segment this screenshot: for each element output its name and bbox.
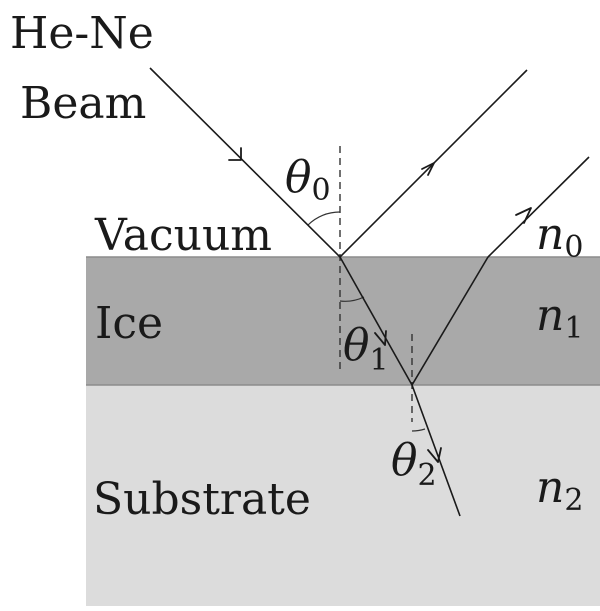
incident-ray <box>149 67 341 258</box>
ice-label: Ice <box>95 298 163 349</box>
substrate-layer <box>86 385 600 606</box>
angle-theta1-label: θ1 <box>343 320 389 378</box>
reflected-arrow-icon <box>421 162 435 176</box>
vacuum-label: Vacuum <box>94 210 272 261</box>
angle-arc-theta2 <box>411 428 426 432</box>
incident-arrow-icon <box>228 147 242 161</box>
index-n2-label: n2 <box>536 462 583 518</box>
transmitted-ray-vacuum <box>487 156 590 258</box>
index-n1-label: n1 <box>536 290 583 346</box>
ice-layer <box>86 257 600 385</box>
index-n0-label: n0 <box>536 209 583 265</box>
angle-arc-theta0 <box>307 211 341 226</box>
transmitted-arrow-icon <box>515 207 532 224</box>
refracted-arrow-ice-icon <box>374 330 387 346</box>
substrate-label: Substrate <box>93 474 311 525</box>
refracted-ray-substrate <box>411 384 461 517</box>
angle-theta2-label: θ2 <box>391 435 437 493</box>
beam-label-line1: He-Ne <box>10 8 154 59</box>
beam-label-line2: Beam <box>20 78 146 129</box>
reflected-ray-in-ice <box>411 256 489 386</box>
refracted-arrow-substrate-icon <box>427 447 442 463</box>
angle-theta0-label: θ0 <box>285 152 331 208</box>
refracted-ray-ice <box>339 256 413 386</box>
